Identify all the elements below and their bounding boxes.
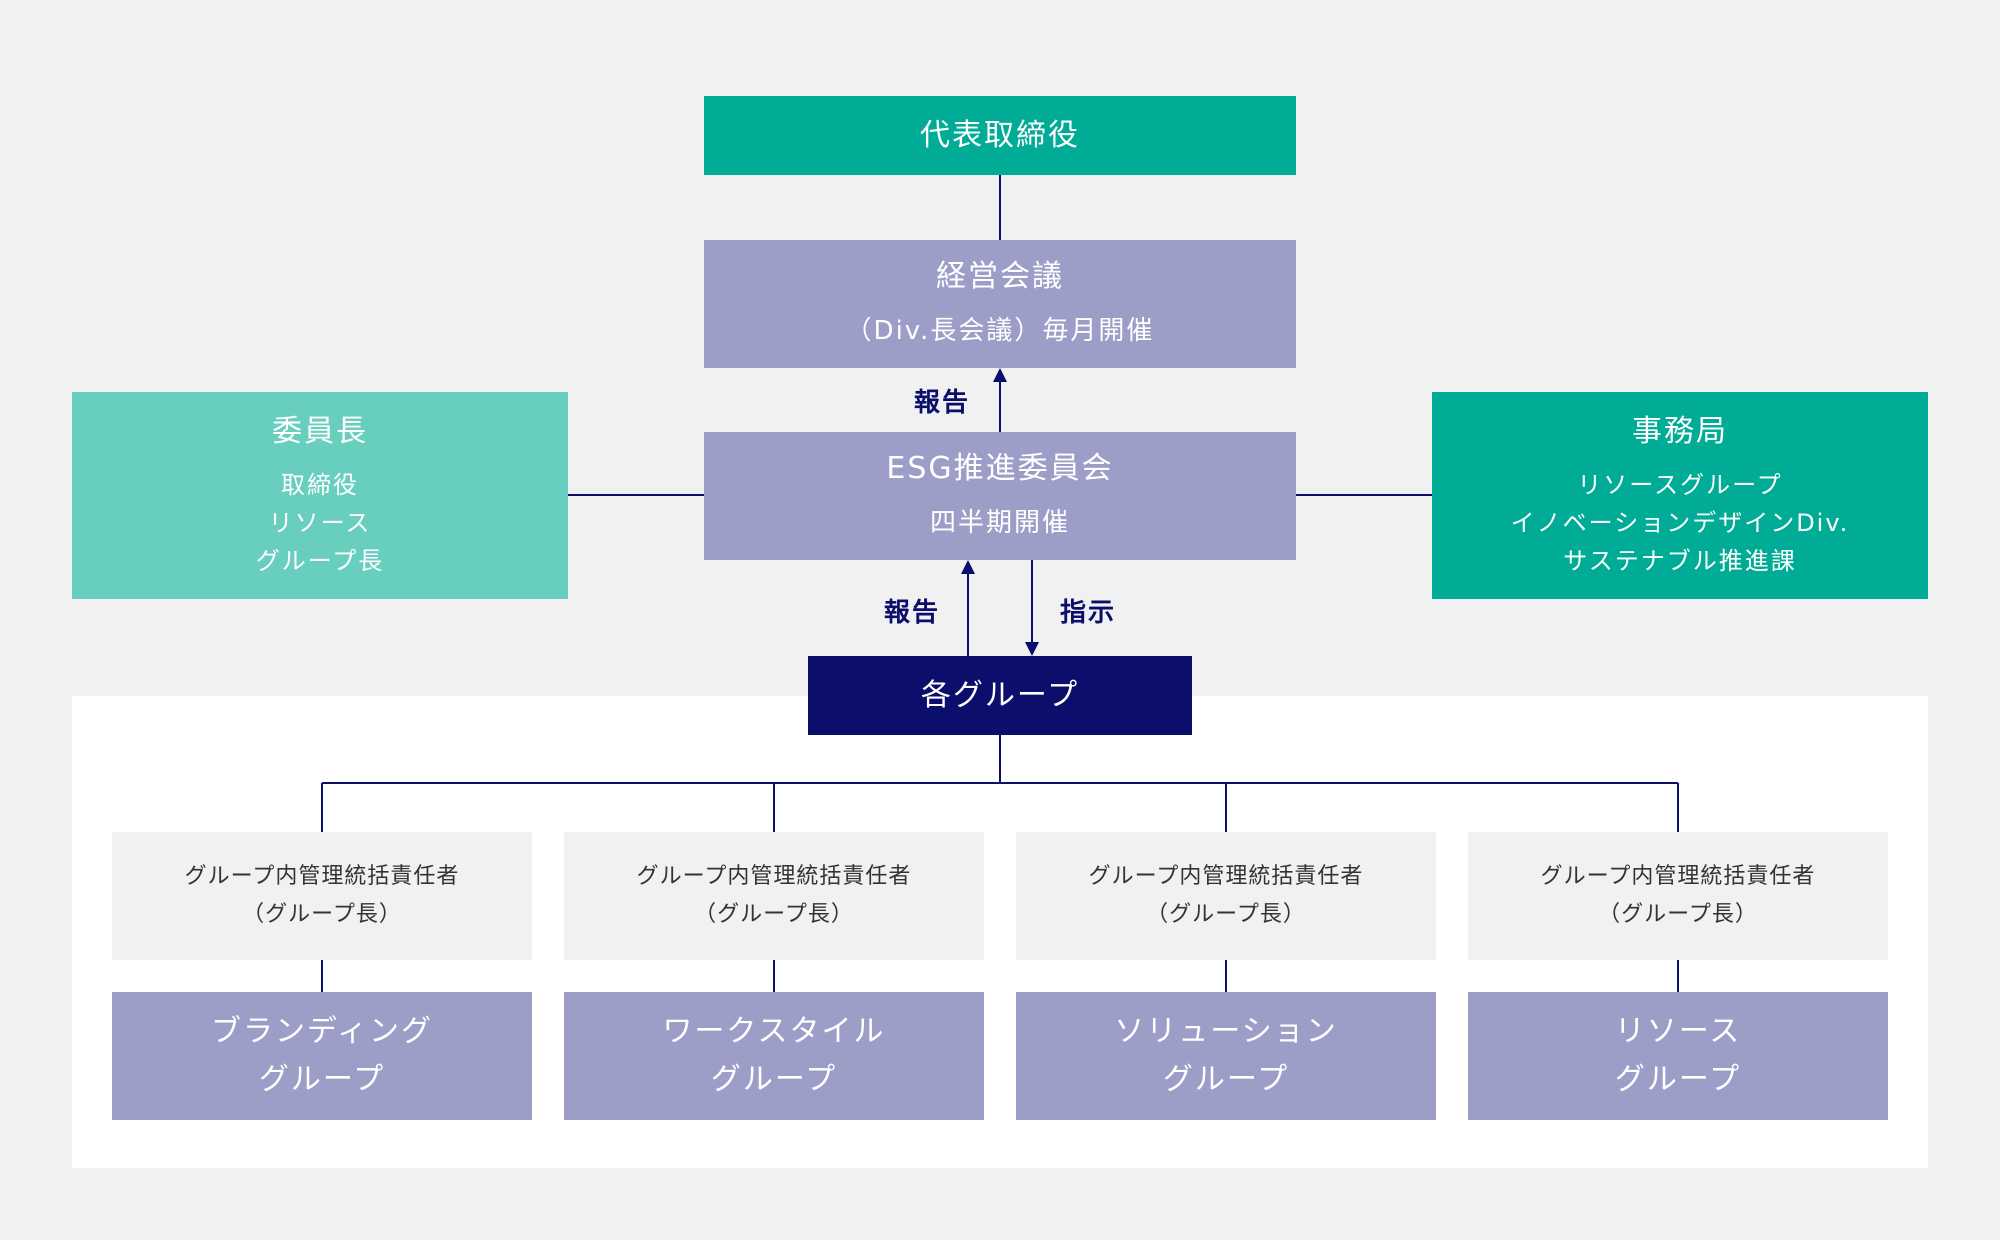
management-meeting-title: 経営会議 [936, 259, 1064, 294]
arrowhead-up-esg [961, 560, 975, 574]
group-name-line: グループ [258, 1062, 386, 1097]
report-label-lower: 報告 [884, 598, 941, 628]
group-name-line: ブランディング [211, 1014, 433, 1049]
group-lead-box-4: グループ内管理統括責任者 （グループ長） [1468, 832, 1888, 960]
chair-box: 委員長 取締役 リソース グループ長 [72, 392, 568, 599]
group-lead-line: （グループ長） [1146, 902, 1306, 927]
group-lead-line: グループ内管理統括責任者 [184, 864, 460, 889]
group-name-line: グループ [1614, 1062, 1742, 1097]
group-lead-line: グループ内管理統括責任者 [1540, 864, 1816, 889]
chair-line: グループ長 [255, 546, 385, 575]
group-lead-line: グループ内管理統括責任者 [1088, 864, 1364, 889]
report-label-upper: 報告 [914, 388, 971, 418]
chair-line: リソース [268, 508, 372, 537]
group-lead-line: （グループ長） [1598, 902, 1758, 927]
secretariat-title: 事務局 [1632, 413, 1728, 449]
secretariat-line: リソースグループ [1577, 470, 1783, 499]
group-name-line: グループ [710, 1062, 838, 1097]
group-name-box-1: ブランディング グループ [112, 992, 532, 1120]
arrowhead-up-management [993, 368, 1007, 382]
group-name-box-3: ソリューション グループ [1016, 992, 1436, 1120]
group-lead-line: （グループ長） [242, 902, 402, 927]
representative-director-title: 代表取締役 [920, 117, 1080, 153]
group-lead-box-2: グループ内管理統括責任者 （グループ長） [564, 832, 984, 960]
group-name-line: リソース [1614, 1014, 1742, 1049]
esg-committee-title: ESG推進委員会 [886, 451, 1114, 486]
each-group-box: 各グループ [808, 656, 1192, 735]
group-lead-line: （グループ長） [694, 902, 854, 927]
secretariat-line: サステナブル推進課 [1563, 546, 1797, 575]
secretariat-line: イノベーションデザインDiv. [1510, 508, 1850, 537]
esg-committee-subtitle: 四半期開催 [929, 508, 1070, 538]
representative-director-box: 代表取締役 [704, 96, 1296, 175]
arrowhead-down-groups [1025, 642, 1039, 656]
group-name-line: ソリューション [1114, 1014, 1338, 1049]
group-name-box-4: リソース グループ [1468, 992, 1888, 1120]
esg-committee-box: ESG推進委員会 四半期開催 [704, 432, 1296, 560]
management-meeting-subtitle: （Div.長会議）毎月開催 [845, 316, 1155, 346]
instruct-label: 指示 [1060, 598, 1117, 628]
group-name-line: グループ [1162, 1062, 1290, 1097]
group-name-line: ワークスタイル [662, 1014, 886, 1049]
management-meeting-box: 経営会議 （Div.長会議）毎月開催 [704, 240, 1296, 368]
group-name-box-2: ワークスタイル グループ [564, 992, 984, 1120]
group-lead-box-1: グループ内管理統括責任者 （グループ長） [112, 832, 532, 960]
group-lead-line: グループ内管理統括責任者 [636, 864, 912, 889]
each-group-title: 各グループ [920, 677, 1080, 713]
group-lead-box-3: グループ内管理統括責任者 （グループ長） [1016, 832, 1436, 960]
secretariat-box: 事務局 リソースグループ イノベーションデザインDiv. サステナブル推進課 [1432, 392, 1928, 599]
chair-title: 委員長 [272, 413, 368, 449]
chair-line: 取締役 [281, 470, 359, 499]
